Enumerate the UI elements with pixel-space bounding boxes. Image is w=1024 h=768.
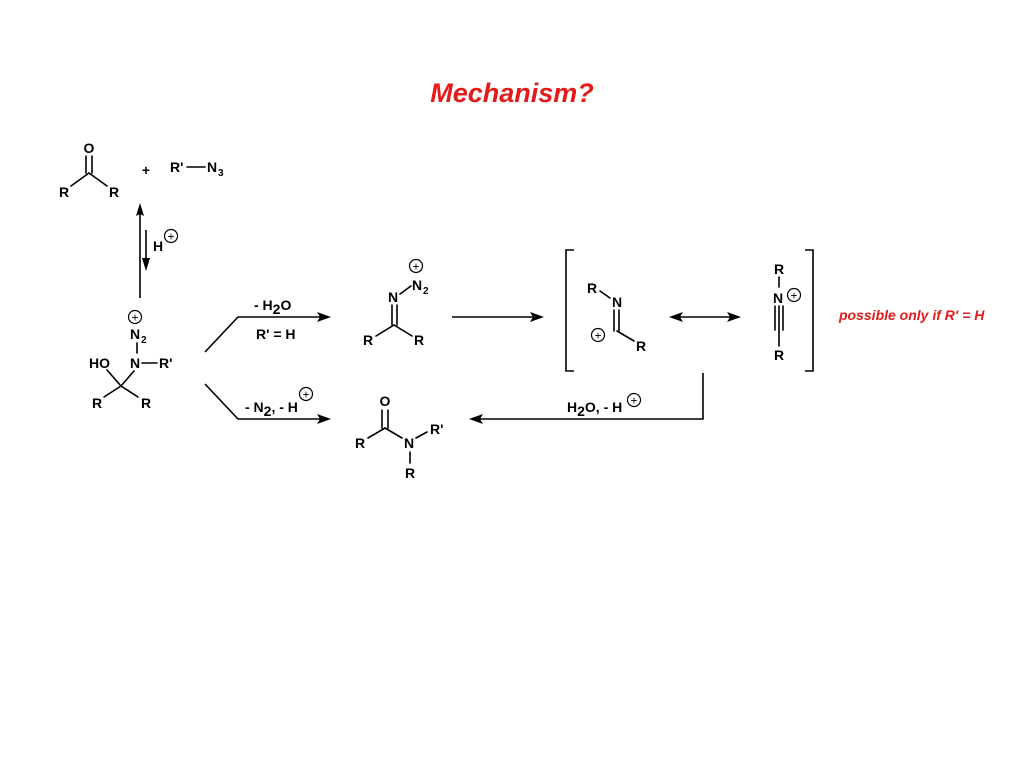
bottom-reagent-text: - N2, - H [245, 399, 298, 419]
azide-n: N [207, 159, 217, 175]
slide-title: Mechanism? [430, 78, 594, 108]
iminium-cation: R N R + [587, 280, 646, 354]
amide-r-bottom: R [405, 465, 415, 481]
iminium-r-bottom: R [636, 338, 646, 354]
nitrilium-n: N [773, 290, 783, 306]
iminium-r-top: R [587, 280, 597, 296]
imine-r-left: R [363, 332, 373, 348]
tetrahedral-intermediate: + N 2 N R' HO R R [89, 309, 172, 411]
ketone: O R R [59, 140, 119, 200]
iminium-diazo-n: N [412, 277, 422, 293]
top-condition-text: R' = H [256, 326, 296, 342]
svg-text:+: + [412, 260, 419, 274]
amide-oxygen: O [380, 393, 391, 409]
plus-charge-icon [163, 228, 179, 244]
azide-subscript: 3 [218, 168, 224, 179]
plus-charge-icon [298, 386, 314, 402]
intermediate-r-left: R [92, 395, 102, 411]
svg-text:+: + [790, 289, 797, 303]
ketone-r-left: R [59, 184, 69, 200]
svg-text:+: + [630, 394, 637, 408]
svg-text:+: + [167, 230, 174, 244]
hydrolysis-arrow: H2O, - H + [469, 373, 704, 424]
top-branch-arrow: - H2O R' = H [204, 297, 331, 353]
plus-charge-icon [408, 258, 424, 274]
amide-r-prime: R' [430, 421, 443, 437]
acid-h: H [153, 238, 163, 254]
imine-r-right: R [414, 332, 424, 348]
equilibrium-arrows: H + [136, 203, 179, 298]
diazonium-n: N [130, 326, 140, 342]
svg-text:+: + [594, 329, 601, 343]
amide-n: N [404, 435, 414, 451]
hydroxyl: HO [89, 355, 110, 371]
organic-azide: R' N 3 [170, 159, 224, 179]
svg-text:+: + [131, 311, 138, 325]
plus-charge-icon [127, 309, 143, 325]
azide-r-prime: R' [170, 159, 183, 175]
nitrilium-bracket [565, 249, 814, 372]
condition-note: possible only if R' = H [839, 307, 985, 323]
amide-r-left: R [355, 435, 365, 451]
amine-n: N [130, 355, 140, 371]
intermediate-r-prime: R' [159, 355, 172, 371]
rearrangement-arrow [452, 312, 544, 322]
iminium-n: N [612, 294, 622, 310]
plus-charge-icon [626, 392, 642, 408]
svg-text:+: + [302, 388, 309, 402]
amide-product: O R N R' R [355, 393, 444, 481]
ketone-r-right: R [109, 184, 119, 200]
resonance-arrow [669, 312, 741, 322]
ketone-oxygen: O [84, 140, 95, 156]
nitrilium-r-bottom: R [774, 347, 784, 363]
imine-n: N [388, 289, 398, 305]
nitrilium-ion: R N + R [773, 261, 802, 363]
plus-charge-icon [786, 287, 802, 303]
svg-text:2: 2 [141, 335, 147, 346]
iminodiazonium-ion: + N 2 N R R [363, 258, 429, 348]
intermediate-r-right: R [141, 395, 151, 411]
hydrolysis-reagent-text: H2O, - H [567, 399, 622, 419]
svg-text:2: 2 [423, 286, 429, 297]
bottom-branch-arrow: - N2, - H + [204, 383, 331, 424]
top-reagent-text: - H2O [254, 297, 291, 317]
nitrilium-r-top: R [774, 261, 784, 277]
plus-charge-icon [590, 327, 606, 343]
plus-sign: + [142, 162, 150, 178]
